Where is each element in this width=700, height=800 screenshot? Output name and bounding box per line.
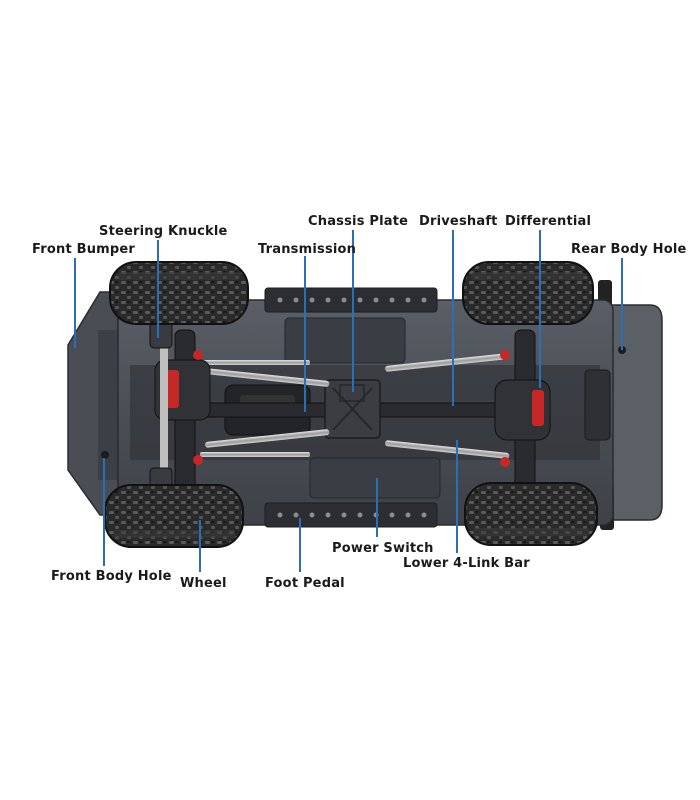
label-front-body-hole: Front Body Hole bbox=[51, 569, 172, 584]
foot-pedal-bottom bbox=[264, 502, 438, 528]
label-foot-pedal: Foot Pedal bbox=[265, 576, 345, 591]
chassis-illustration bbox=[67, 261, 663, 548]
lower-4-link-bar bbox=[384, 440, 510, 459]
label-differential: Differential bbox=[505, 214, 591, 229]
leader-lines bbox=[74, 230, 623, 572]
label-rear-body-hole: Rear Body Hole bbox=[571, 242, 687, 257]
label-chassis-plate: Chassis Plate bbox=[308, 214, 408, 229]
label-front-bumper: Front Bumper bbox=[32, 242, 135, 257]
label-lower-4-link-bar: Lower 4-Link Bar bbox=[403, 556, 530, 571]
wheel-rear-bottom bbox=[464, 482, 598, 546]
label-driveshaft: Driveshaft bbox=[419, 214, 498, 229]
label-power-switch: Power Switch bbox=[332, 541, 434, 556]
rear-body bbox=[609, 304, 663, 521]
foot-pedal-top bbox=[264, 287, 438, 313]
link-bars bbox=[200, 353, 510, 459]
front-driveshaft bbox=[189, 402, 336, 418]
wheel bbox=[104, 484, 244, 548]
label-steering-knuckle: Steering Knuckle bbox=[99, 224, 228, 239]
label-transmission: Transmission bbox=[258, 242, 356, 257]
wheel-front-top bbox=[109, 261, 249, 325]
rear-driveshaft bbox=[374, 402, 516, 418]
label-wheel: Wheel bbox=[180, 576, 227, 591]
wheel-rear-top bbox=[462, 261, 594, 325]
front-body-hole bbox=[101, 451, 109, 459]
callout-labels: Front Bumper Steering Knuckle Transmissi… bbox=[32, 214, 687, 591]
